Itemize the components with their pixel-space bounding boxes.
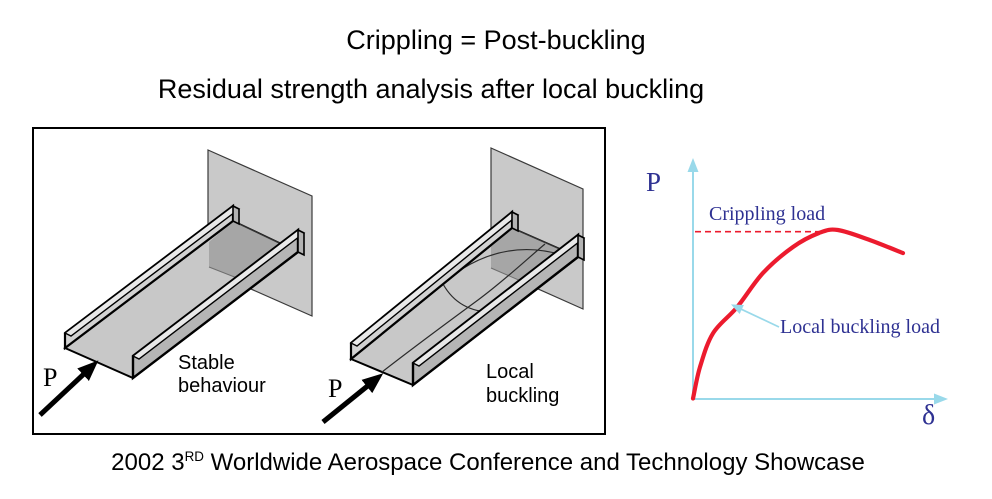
footer-conference-title: 2002 3RD Worldwide Aerospace Conference … <box>0 449 976 477</box>
buckled-channel-assembly <box>321 147 586 424</box>
local-buckling-line1: Local <box>486 361 534 383</box>
local-buckling-line2: buckling <box>486 385 560 407</box>
stable-channel-assembly <box>38 149 313 417</box>
stable-behaviour-label: Stable behaviour <box>178 352 266 398</box>
left-flange-endcap <box>511 210 519 233</box>
load-displacement-chart <box>687 158 948 405</box>
slide-subtitle: Residual strength analysis after local b… <box>157 74 705 104</box>
local-buckling-load-annotation: Local buckling load <box>780 316 940 338</box>
slide-title: Crippling = Post-buckling <box>346 25 646 55</box>
footer-superscript: RD <box>184 449 204 464</box>
x-axis-label: δ <box>922 400 936 431</box>
load-arrow-left <box>38 360 99 417</box>
load-arrow-right <box>321 373 384 424</box>
load-curve <box>690 227 906 401</box>
channel-diagram <box>32 127 606 435</box>
local-buckling-pointer-arrow <box>730 304 780 328</box>
left-flange-endcap <box>232 204 240 226</box>
local-buckling-label: Local buckling <box>486 360 559 408</box>
buckle-centerline <box>381 243 546 373</box>
stable-behaviour-line1: Stable <box>178 352 235 374</box>
stable-behaviour-line2: behaviour <box>178 375 266 397</box>
load-label-right: P <box>328 374 343 403</box>
footer-suffix: Worldwide Aerospace Conference and Techn… <box>203 449 865 476</box>
footer-prefix: 2002 3 <box>111 449 185 476</box>
right-flange-endcap <box>297 228 305 257</box>
crippling-load-annotation: Crippling load <box>709 203 826 225</box>
y-axis-label: P <box>646 167 662 197</box>
right-flange-endcap <box>577 233 585 262</box>
load-label-left: P <box>43 363 58 392</box>
